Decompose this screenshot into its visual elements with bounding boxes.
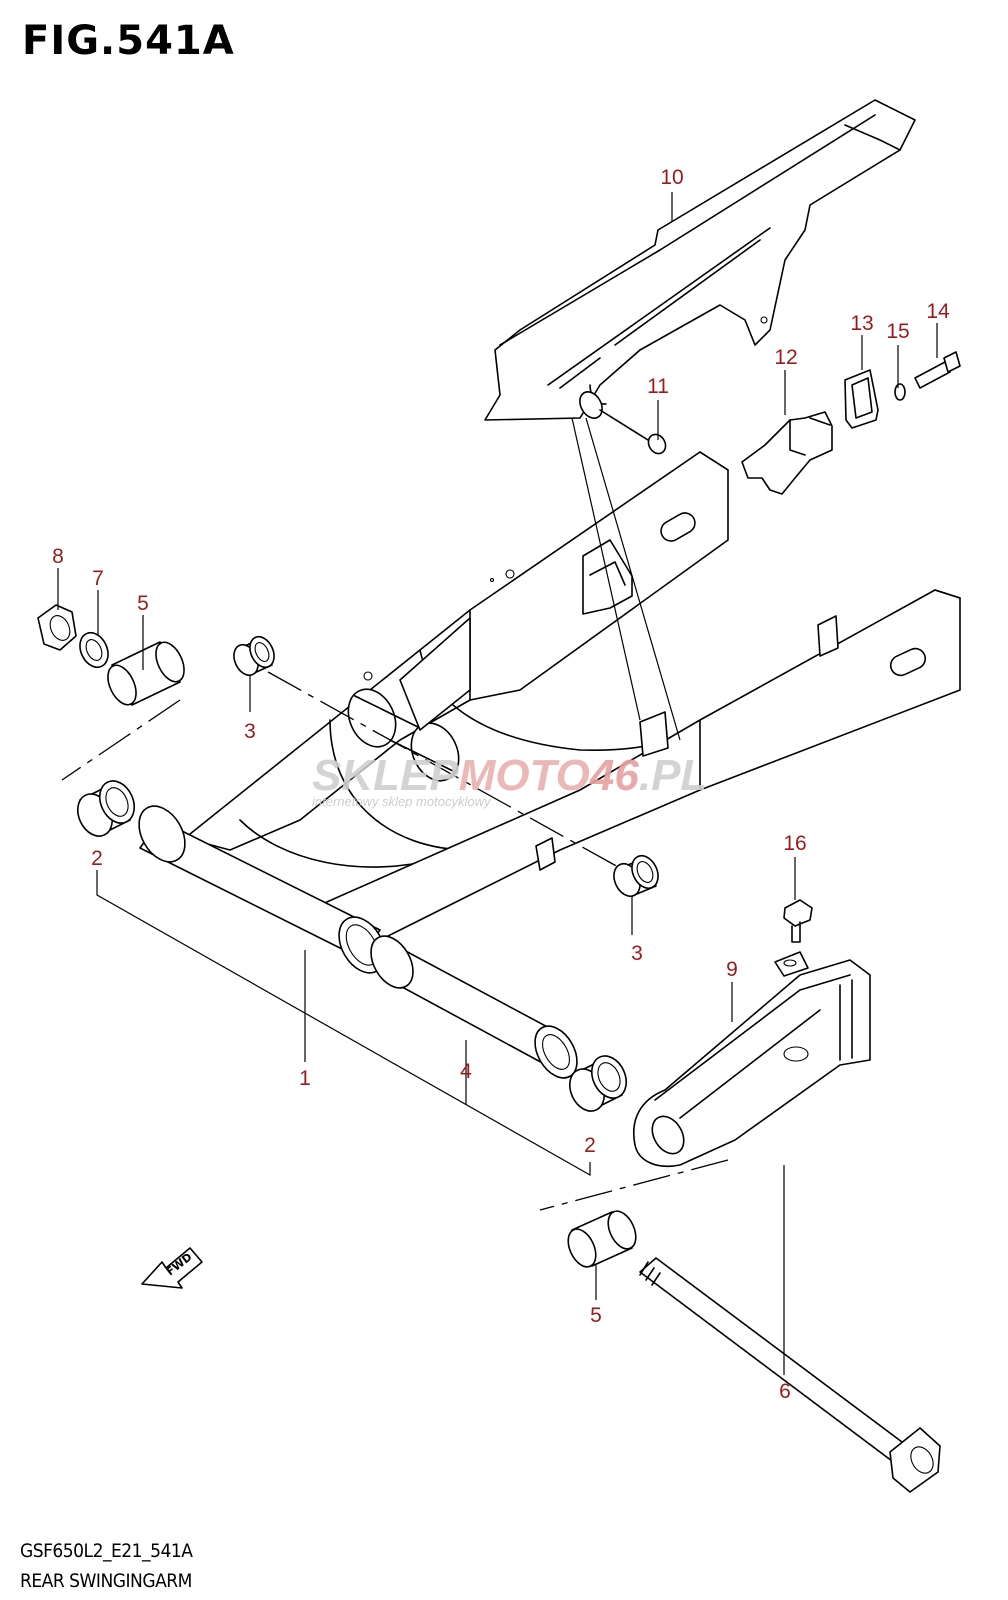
callout-5-lower: 5 xyxy=(590,1304,602,1327)
part-5-spacer-upper xyxy=(107,641,185,706)
watermark-part1: SKLEP xyxy=(312,751,459,800)
callout-4: 4 xyxy=(460,1060,472,1083)
leader-lines xyxy=(57,192,938,1375)
assembly-lines xyxy=(61,417,729,1211)
callout-10: 10 xyxy=(660,166,683,189)
model-code: GSF650L2_E21_541A xyxy=(20,1540,193,1562)
callout-8: 8 xyxy=(52,545,64,568)
callout-13: 13 xyxy=(850,312,873,335)
watermark-tagline: internetowy sklep motocyklowy xyxy=(312,794,492,809)
watermark-part4: .PL xyxy=(639,751,707,800)
callout-5-upper: 5 xyxy=(137,592,149,615)
part-8-nut xyxy=(37,604,77,651)
part-15-washer xyxy=(894,383,906,401)
part-4-tube xyxy=(370,935,578,1079)
part-13-rubber xyxy=(844,369,879,429)
part-5-spacer-lower xyxy=(567,1210,637,1268)
callout-12: 12 xyxy=(774,346,797,369)
callout-15: 15 xyxy=(886,320,909,343)
part-7-washer xyxy=(79,631,109,669)
svg-text:SKLEPMOTO46.PL: SKLEPMOTO46.PL xyxy=(312,751,707,800)
callout-3-upper: 3 xyxy=(244,720,256,743)
part-16-bolt xyxy=(783,899,813,943)
fwd-arrow: FWD xyxy=(141,1247,203,1289)
watermark-part2: MOTO xyxy=(459,751,590,800)
callout-1: 1 xyxy=(299,1067,311,1090)
watermark: SKLEPMOTO46.PL internetowy sklep motocyk… xyxy=(312,751,707,809)
part-3-bearing-lower xyxy=(613,854,659,898)
part-11-screw xyxy=(599,409,667,455)
callout-16: 16 xyxy=(783,832,806,855)
callout-3-lower: 3 xyxy=(631,942,643,965)
part-2-bearing-left xyxy=(76,780,136,837)
callout-2-right: 2 xyxy=(584,1134,596,1157)
callout-6: 6 xyxy=(779,1380,791,1403)
callouts: 2 1 4 2 3 3 5 5 6 7 8 9 10 11 12 13 14 1… xyxy=(52,166,950,1403)
part-9-chain-slider xyxy=(633,951,871,1167)
figure-title: FIG.541A xyxy=(22,18,235,64)
callout-2-left: 2 xyxy=(91,847,103,870)
part-6-pivot-bolt xyxy=(639,1257,941,1493)
callout-9: 9 xyxy=(726,958,738,981)
part-14-bolt xyxy=(914,351,961,389)
part-2-bearing-right xyxy=(568,1055,628,1112)
swingarm xyxy=(138,451,961,974)
part-10-chain-case xyxy=(484,99,916,421)
callout-11: 11 xyxy=(647,375,669,398)
figure-name: REAR SWINGINGARM xyxy=(20,1570,192,1592)
watermark-part3: 46 xyxy=(589,751,639,800)
callout-7: 7 xyxy=(92,567,104,590)
callout-14: 14 xyxy=(926,300,950,323)
part-3-bearing-upper xyxy=(233,635,275,677)
part-12-bracket xyxy=(741,411,833,495)
